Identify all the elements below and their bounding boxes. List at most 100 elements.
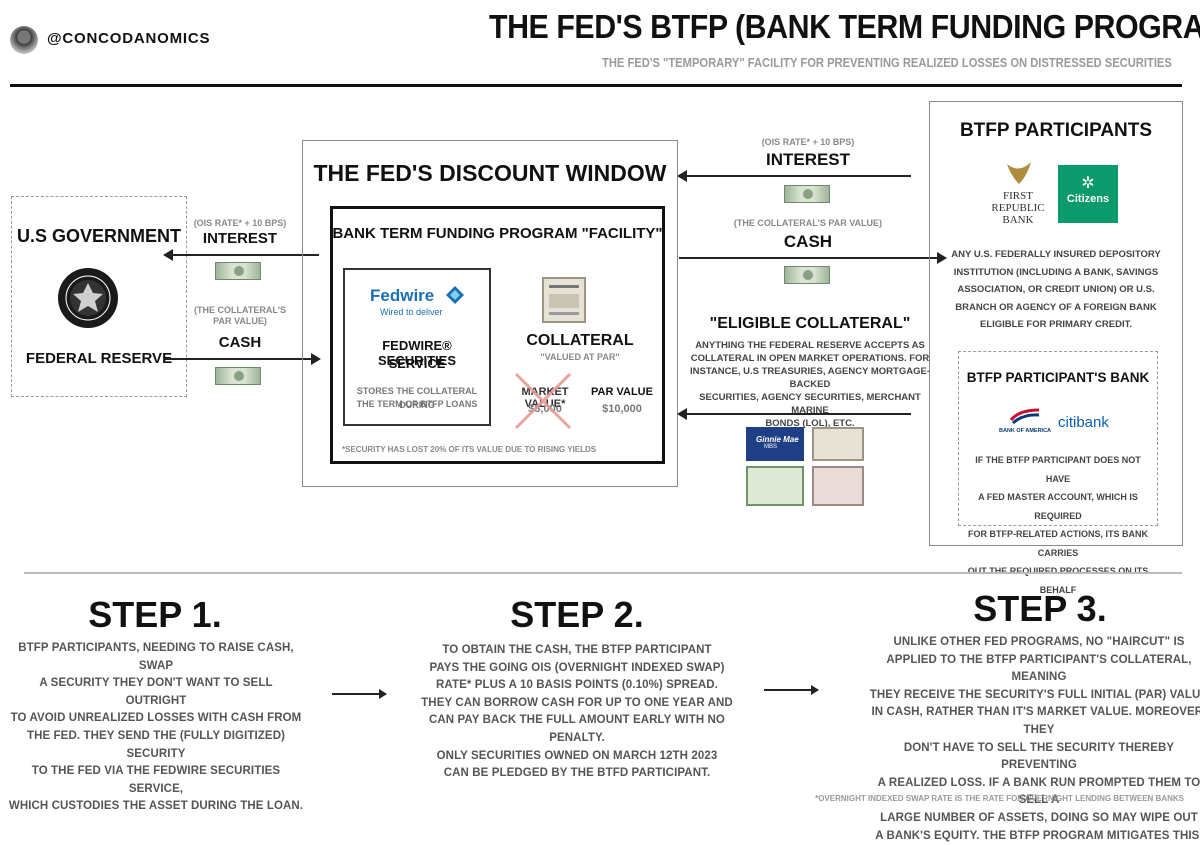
step-2-line: CAN PAY BACK THE FULL AMOUNT EARLY WITH … xyxy=(429,714,725,744)
ginnie-mae-mbs: MBS xyxy=(764,444,778,450)
fedwire-box xyxy=(343,268,491,426)
participant-bank-title: BTFP PARTICIPANT'S BANK xyxy=(966,370,1150,385)
citizens-mark-icon: ✲ xyxy=(1081,175,1095,192)
first-republic-line: FIRST xyxy=(1003,190,1033,202)
btfp-participants-title: BTFP PARTICIPANTS xyxy=(959,120,1153,141)
citizens-logo: ✲ Citizens xyxy=(1058,165,1118,223)
first-republic-line: BANK xyxy=(1002,214,1034,226)
step-1-line: TO THE FED VIA THE FEDWIRE SECURITIES SE… xyxy=(31,765,281,795)
cash-arrow-to-participants xyxy=(679,252,947,264)
fedwire-logo: Fedwire xyxy=(370,286,435,305)
collateral-title: COLLATERAL xyxy=(526,332,634,349)
step-3-line: UNLIKE OTHER FED PROGRAMS, NO "HAIRCUT" … xyxy=(893,636,1185,648)
citibank-logo: citibank xyxy=(1058,414,1109,431)
btfp-facility-box xyxy=(330,206,665,464)
facility-footnote: *SECURITY HAS LOST 20% OF ITS VALUE DUE … xyxy=(342,445,597,454)
eligible-collateral-title: "ELIGIBLE COLLATERAL" xyxy=(709,315,911,332)
step-1-body: BTFP PARTICIPANTS, NEEDING TO RAISE CASH… xyxy=(8,640,304,816)
participants-desc-line: BRANCH OR AGENCY OF A FOREIGN BANK xyxy=(955,301,1157,313)
page-title: THE FED'S BTFP (BANK TERM FUNDING PROGRA… xyxy=(489,8,1200,45)
right-interest-label: INTEREST xyxy=(765,150,851,169)
step-1-line: WHICH CUSTODIES THE ASSET DURING THE LOA… xyxy=(8,800,304,813)
bank-of-america-flag-icon xyxy=(1009,408,1040,424)
step-3-line: IN CASH, RATHER THAN IT'S MARKET VALUE. … xyxy=(871,706,1200,736)
collateral-certificate-image xyxy=(542,277,586,323)
us-government-title: U.S GOVERNMENT xyxy=(16,226,181,246)
right-interest-note: (OIS RATE* + 10 BPS) xyxy=(761,137,855,147)
step-2-line: RATE* PLUS A 10 BASIS POINTS (0.10%) SPR… xyxy=(436,679,718,692)
interest-arrow-to-government xyxy=(163,249,319,261)
step-2-line: PAYS THE GOING OIS (OVERNIGHT INDEXED SW… xyxy=(429,661,725,674)
header-divider xyxy=(10,84,1182,87)
participant-bank-desc-line: A FED MASTER ACCOUNT, WHICH IS REQUIRED xyxy=(978,492,1138,521)
left-interest-label: INTEREST xyxy=(202,230,278,247)
step-3-body: UNLIKE OTHER FED PROGRAMS, NO "HAIRCUT" … xyxy=(866,634,1200,845)
fedwire-desc-2: THE TERM OF BTFP LOANS xyxy=(356,399,478,409)
step-3-line: A REALIZED LOSS. IF A BANK RUN PROMPTED … xyxy=(877,776,1200,807)
left-interest-note: (OIS RATE* + 10 BPS) xyxy=(193,218,287,228)
step-1-title: STEP 1. xyxy=(88,594,222,635)
participant-bank-desc-line: OUT THE REQUIRED PROCESSES ON ITS BEHALF xyxy=(967,566,1149,595)
left-cash-note-1: (THE COLLATERAL'S xyxy=(194,305,286,315)
eligible-desc-line: COLLATERAL IN OPEN MARKET OPERATIONS. FO… xyxy=(690,353,930,364)
step-3-line: LARGE NUMBER OF ASSETS, DOING SO MAY WIP… xyxy=(880,811,1198,824)
right-cash-bill-icon xyxy=(784,266,830,284)
step-2-to-3-arrow xyxy=(764,686,819,694)
bank-of-america-logo: BANK OF AMERICA xyxy=(998,428,1052,434)
step-2-body: TO OBTAIN THE CASH, THE BTFP PARTICIPANT… xyxy=(412,642,742,783)
collateral-arrow-to-fed xyxy=(677,408,911,420)
first-republic-eagle-icon xyxy=(1007,162,1031,184)
ginnie-mae-name: Ginnie Mae xyxy=(756,435,799,444)
step-2-title: STEP 2. xyxy=(510,594,644,635)
participants-desc-line: ELIGIBLE FOR PRIMARY CREDIT. xyxy=(979,319,1132,330)
step-1-to-2-arrow xyxy=(332,690,387,698)
us-government-box xyxy=(11,196,187,397)
left-interest-bill-icon xyxy=(215,262,261,280)
participant-bank-desc-line: FOR BTFP-RELATED ACTIONS, ITS BANK CARRI… xyxy=(968,529,1148,558)
step-1-line: TO AVOID UNREALIZED LOSSES WITH CASH FRO… xyxy=(10,712,302,725)
step-2-line: CAN BE PLEDGED BY THE BTFD PARTICIPANT. xyxy=(443,767,711,780)
security-certificate-image xyxy=(812,466,864,506)
step-3-line: A BANK'S EQUITY. THE BTFP PROGRAM MITIGA… xyxy=(875,829,1200,842)
btfp-participants-box xyxy=(929,101,1183,546)
step-3-title: STEP 3. xyxy=(973,588,1107,629)
step-3-line: DON'T HAVE TO SELL THE SECURITY THEREBY … xyxy=(903,741,1175,772)
step-1-line: BTFP PARTICIPANTS, NEEDING TO RAISE CASH… xyxy=(18,642,294,672)
btfp-facility-title: BANK TERM FUNDING PROGRAM "FACILITY" xyxy=(332,225,663,242)
step-1-line: A SECURITY THEY DON'T WANT TO SELL OUTRI… xyxy=(39,677,273,707)
participant-bank-desc-line: IF THE BTFP PARTICIPANT DOES NOT HAVE xyxy=(975,455,1141,484)
right-cash-label: CASH xyxy=(783,232,833,251)
participant-bank-box xyxy=(958,351,1158,526)
right-interest-bill-icon xyxy=(784,185,830,203)
author-avatar xyxy=(10,26,38,54)
left-cash-bill-icon xyxy=(215,367,261,385)
page-subtitle: THE FED'S "TEMPORARY" FACILITY FOR PREVE… xyxy=(602,55,1172,70)
fedwire-desc-1: STORES THE COLLATERAL DURING xyxy=(356,386,478,410)
par-value-label: PAR VALUE xyxy=(591,386,653,398)
interest-arrow-to-fed xyxy=(677,170,911,182)
crossed-out-mark-icon xyxy=(514,372,572,430)
eligible-desc-line: SECURITIES, AGENCY SECURITIES, MERCHANT … xyxy=(699,392,921,416)
fedwire-title-1: FEDWIRE® SECURITIES xyxy=(377,338,456,368)
step-1-line: THE FED. THEY SEND THE (FULLY DIGITIZED)… xyxy=(26,729,286,760)
cash-arrow-to-fed xyxy=(165,353,321,365)
participants-desc-line: ANY U.S. FEDERALLY INSURED DEPOSITORY xyxy=(951,249,1161,260)
federal-reserve-label: FEDERAL RESERVE xyxy=(25,350,173,367)
step-2-line: ONLY SECURITIES OWNED ON MARCH 12TH 2023 xyxy=(436,749,718,762)
step-2-line: TO OBTAIN THE CASH, THE BTFP PARTICIPANT xyxy=(442,644,712,656)
step-3-line: APPLIED TO THE BTFP PARTICIPANT'S COLLAT… xyxy=(886,653,1192,684)
eligible-desc-line: ANYTHING THE FEDERAL RESERVE ACCEPTS AS xyxy=(695,340,925,351)
federal-reserve-seal-icon xyxy=(58,268,118,328)
discount-window-title: THE FED'S DISCOUNT WINDOW xyxy=(313,160,667,186)
participants-desc: ANY U.S. FEDERALLY INSURED DEPOSITORY IN… xyxy=(945,246,1167,334)
left-cash-label: CASH xyxy=(218,334,262,351)
eligible-desc-line: BONDS (LOL), ETC. xyxy=(765,418,855,429)
first-republic-logo: FIRST REPUBLIC BANK xyxy=(980,190,1056,226)
fedwire-title-2: SERVICE xyxy=(388,356,446,371)
ginnie-mae-logo: Ginnie Mae MBS xyxy=(746,427,804,461)
collateral-subtitle: "VALUED AT PAR" xyxy=(540,352,620,362)
steps-divider xyxy=(24,572,1182,574)
security-certificate-image xyxy=(746,466,804,506)
author-handle: @CONCODANOMICS xyxy=(47,30,211,47)
step-2-line: THEY CAN BORROW CASH FOR UP TO ONE YEAR … xyxy=(421,696,733,709)
